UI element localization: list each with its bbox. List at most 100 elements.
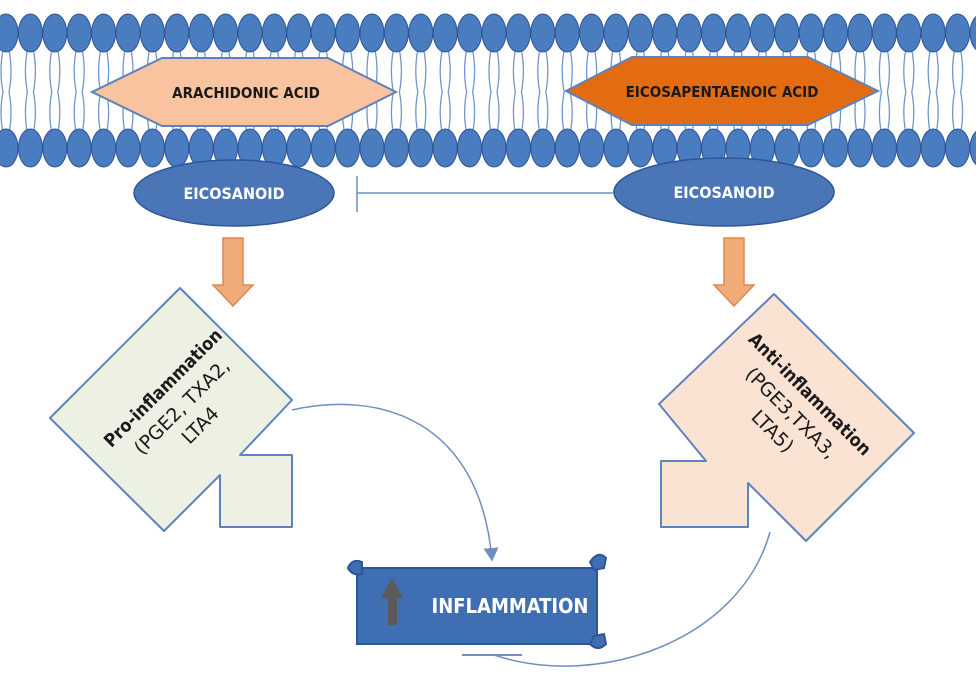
lipid-head [969,130,976,166]
lipid-tail [903,49,915,93]
arachidonic-acid-label: ARACHIDONIC ACID [172,84,320,102]
eicosapentaenoic-acid-node: EICOSAPENTAENOIC ACID [563,56,881,126]
lipid-tail [463,91,476,134]
lipid-tail [24,49,37,93]
lipid-head [652,13,678,53]
lipid-head [42,128,68,168]
lipid-head [823,13,849,53]
lipid-head [213,13,239,53]
inflammation-label: INFLAMMATION [432,594,589,618]
lipid-head [408,128,434,168]
lipid-head [505,13,531,53]
lipid-head [481,128,507,168]
inhibits-connector [462,531,771,667]
lipid-head [627,13,653,53]
lipid-head [310,128,336,168]
lipid-head [17,128,43,168]
lipid-head [164,128,190,168]
lipid-head [139,128,165,168]
lipid-tail [927,49,939,93]
lipid-head [139,13,165,53]
promotes-connector [291,403,499,562]
lipid-head [432,128,458,168]
lipid-head [457,13,483,53]
lipid-head [798,13,824,53]
lipid-head [42,13,68,53]
lipid-tail [390,49,403,93]
lipid-tail [951,49,964,93]
up-arrow-icon [381,578,403,625]
lipid-tail [24,91,37,134]
lipid-head [920,128,946,168]
lipid-head [554,128,580,168]
eicosanoid-left-label: EICOSANOID [183,184,284,203]
lipid-tail [49,49,61,93]
flow-arrow-right-icon [712,237,756,308]
lipid-head [408,13,434,53]
lipid-head [774,128,800,168]
lipid-tail [878,91,891,134]
lipid-head [66,128,92,168]
lipid-head [676,13,702,53]
lipid-head [115,128,141,168]
lipid-head [554,13,580,53]
lipid-head [91,13,117,53]
arachidonic-acid-node: ARACHIDONIC ACID [89,57,399,127]
lipid-head [579,13,605,53]
inhibition-connector [356,176,613,212]
lipid-head [310,13,336,53]
lipid-head [164,13,190,53]
lipid-head [627,128,653,168]
membrane-heads-upper [0,13,976,53]
cell-membrane [0,13,976,168]
flow-arrow-left-icon [211,237,255,308]
lipid-head [66,13,92,53]
lipid-head [701,13,727,53]
lipid-head [920,13,946,53]
lipid-head [579,128,605,168]
lipid-tail [73,49,85,93]
lipid-tail [537,91,549,134]
lipid-head [261,13,287,53]
lipid-head [945,128,971,168]
lipid-head [457,128,483,168]
anti-inflammation-box: Anti-inflammation (PGE3,TXA3, LTA5) [658,293,915,542]
lipid-tail [488,91,500,134]
lipid-head [969,15,976,51]
lipid-head [91,128,117,168]
lipid-head [383,128,409,168]
lipid-tail [537,49,549,93]
lipid-head [725,13,751,53]
lipid-head [896,13,922,53]
lipid-tail [415,91,427,134]
membrane-heads-lower [0,128,976,168]
lipid-head [286,13,312,53]
lipid-tail [73,91,85,134]
lipid-head [749,13,775,53]
lipid-tail [390,91,403,134]
lipid-head [0,13,19,53]
lipid-head [847,13,873,53]
lipid-head [0,128,19,168]
lipid-head [896,128,922,168]
lipid-head [383,13,409,53]
lipid-head [847,128,873,168]
lipid-tail [49,91,61,134]
lipid-head [115,13,141,53]
pro-inflammation-box: Pro-inflammation (PGE2, TXA2, LTA4 [49,287,293,532]
lipid-tail [927,91,939,134]
lipid-head [505,128,531,168]
lipid-tail [0,49,12,93]
lipid-head [335,128,361,168]
lipid-head [359,13,385,53]
lipid-tail [561,91,573,134]
lipid-head [871,13,897,53]
lipid-tail [439,49,451,93]
lipid-head [871,128,897,168]
lipid-tail [439,91,451,134]
lipid-head [603,128,629,168]
lipid-tail [415,49,427,93]
lipid-tail [463,49,476,93]
